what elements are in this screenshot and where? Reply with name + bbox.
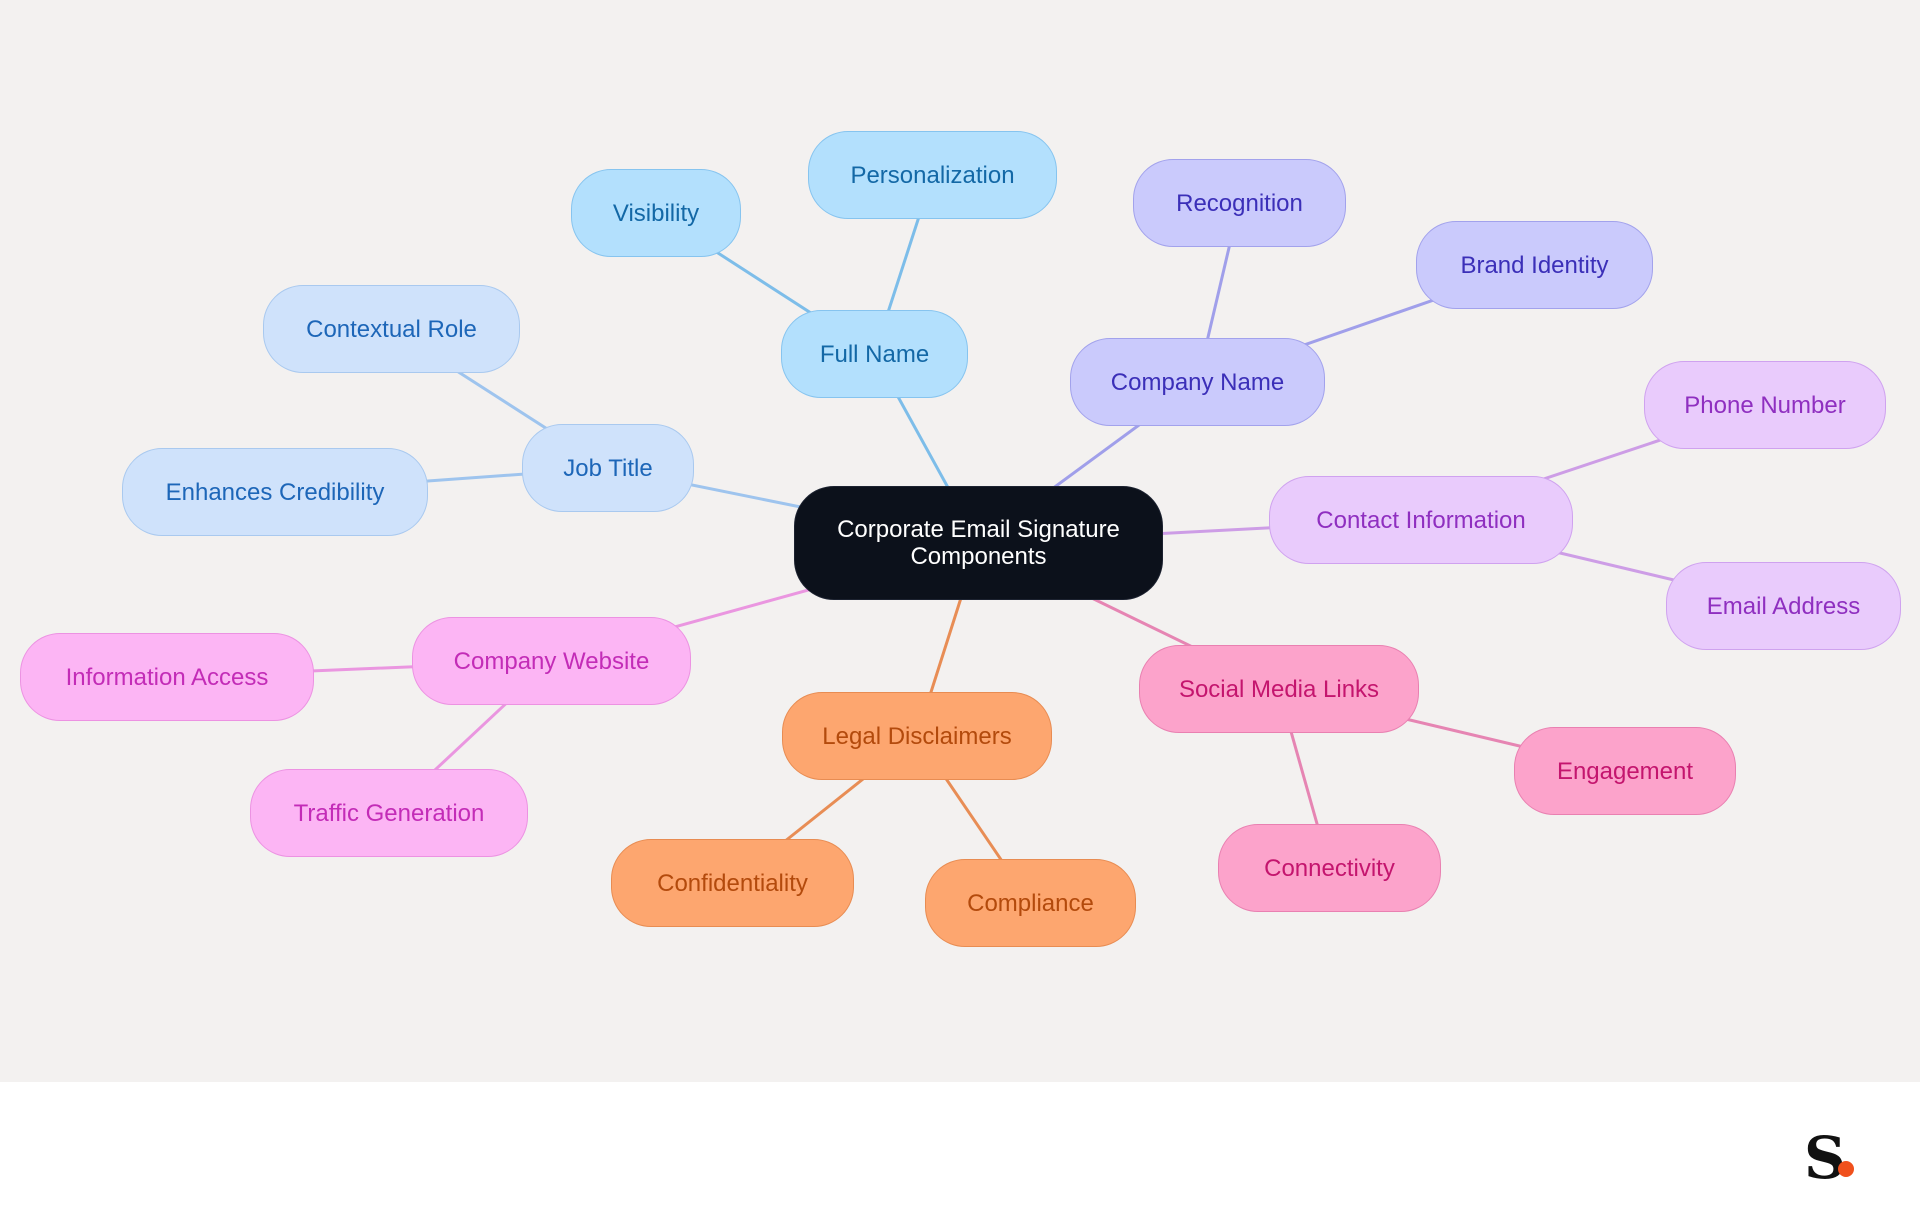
node-recognition: Recognition <box>1133 159 1346 247</box>
node-label-enhances-credibility: Enhances Credibility <box>165 478 385 506</box>
node-brand-identity: Brand Identity <box>1416 221 1653 309</box>
node-connectivity: Connectivity <box>1218 824 1441 912</box>
node-enhances-credibility: Enhances Credibility <box>122 448 428 536</box>
node-visibility: Visibility <box>571 169 741 257</box>
node-contextual-role: Contextual Role <box>263 285 520 373</box>
footer <box>0 1082 1920 1215</box>
node-label-root: Corporate Email Signature Components <box>837 516 1120 570</box>
node-label-traffic-generation: Traffic Generation <box>293 799 485 827</box>
node-contact-information: Contact Information <box>1269 476 1573 564</box>
brand-logo-dot <box>1838 1161 1854 1177</box>
node-label-contact-information: Contact Information <box>1316 506 1526 534</box>
node-label-full-name: Full Name <box>819 340 930 368</box>
node-phone-number: Phone Number <box>1644 361 1886 449</box>
node-label-legal-disclaimers: Legal Disclaimers <box>822 722 1012 750</box>
node-label-visibility: Visibility <box>612 199 700 227</box>
node-label-personalization: Personalization <box>850 161 1015 189</box>
node-compliance: Compliance <box>925 859 1136 947</box>
node-full-name: Full Name <box>781 310 968 398</box>
node-confidentiality: Confidentiality <box>611 839 854 927</box>
node-social-media-links: Social Media Links <box>1139 645 1419 733</box>
node-company-name: Company Name <box>1070 338 1325 426</box>
node-job-title: Job Title <box>522 424 694 512</box>
node-label-confidentiality: Confidentiality <box>657 869 808 897</box>
node-label-recognition: Recognition <box>1176 189 1303 217</box>
node-information-access: Information Access <box>20 633 314 721</box>
node-label-email-address: Email Address <box>1706 592 1861 620</box>
node-root: Corporate Email Signature Components <box>794 486 1163 600</box>
node-label-connectivity: Connectivity <box>1264 854 1395 882</box>
node-label-information-access: Information Access <box>65 663 269 691</box>
node-engagement: Engagement <box>1514 727 1736 815</box>
brand-logo: S <box>1804 1124 1846 1192</box>
node-label-contextual-role: Contextual Role <box>306 315 477 343</box>
node-label-job-title: Job Title <box>563 454 653 482</box>
node-label-brand-identity: Brand Identity <box>1460 251 1609 279</box>
node-label-company-name: Company Name <box>1110 368 1285 396</box>
node-label-company-website: Company Website <box>453 647 650 675</box>
node-label-engagement: Engagement <box>1556 757 1694 785</box>
node-label-compliance: Compliance <box>967 889 1094 917</box>
node-legal-disclaimers: Legal Disclaimers <box>782 692 1052 780</box>
node-email-address: Email Address <box>1666 562 1901 650</box>
node-label-phone-number: Phone Number <box>1684 391 1846 419</box>
node-company-website: Company Website <box>412 617 691 705</box>
node-traffic-generation: Traffic Generation <box>250 769 528 857</box>
node-personalization: Personalization <box>808 131 1057 219</box>
node-label-social-media-links: Social Media Links <box>1178 675 1380 703</box>
